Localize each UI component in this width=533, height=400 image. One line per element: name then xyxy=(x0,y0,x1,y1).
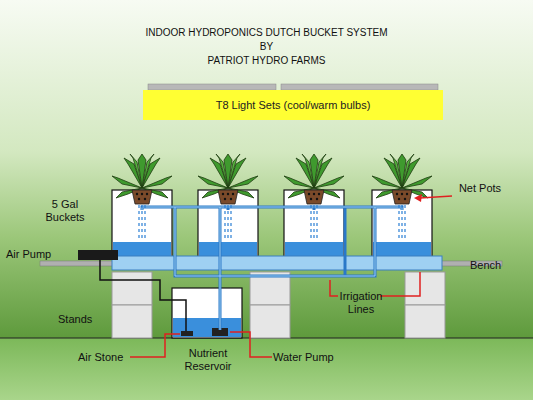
title: INDOOR HYDROPONICS DUTCH BUCKET SYSTEM xyxy=(0,27,533,39)
callout-label: Air Stone xyxy=(78,351,130,364)
subtitle: PATRIOT HYDRO FARMS xyxy=(0,55,533,67)
callout-label: Stands xyxy=(58,313,108,326)
callout-label: Irrigation Lines xyxy=(336,290,386,316)
band-text: T8 Light Sets (cool/warm bulbs) xyxy=(216,99,371,111)
callout-label: Water Pump xyxy=(273,351,353,364)
subtitle: BY xyxy=(0,41,533,53)
callout-label: Bench xyxy=(470,259,520,272)
callout-label: Air Pump xyxy=(6,248,76,261)
callout-label: 5 Gal Buckets xyxy=(38,198,92,224)
callout-label: Net Pots xyxy=(455,182,505,195)
light-band: T8 Light Sets (cool/warm bulbs) xyxy=(143,90,443,120)
callout-label: Nutrient Reservoir xyxy=(172,347,244,373)
